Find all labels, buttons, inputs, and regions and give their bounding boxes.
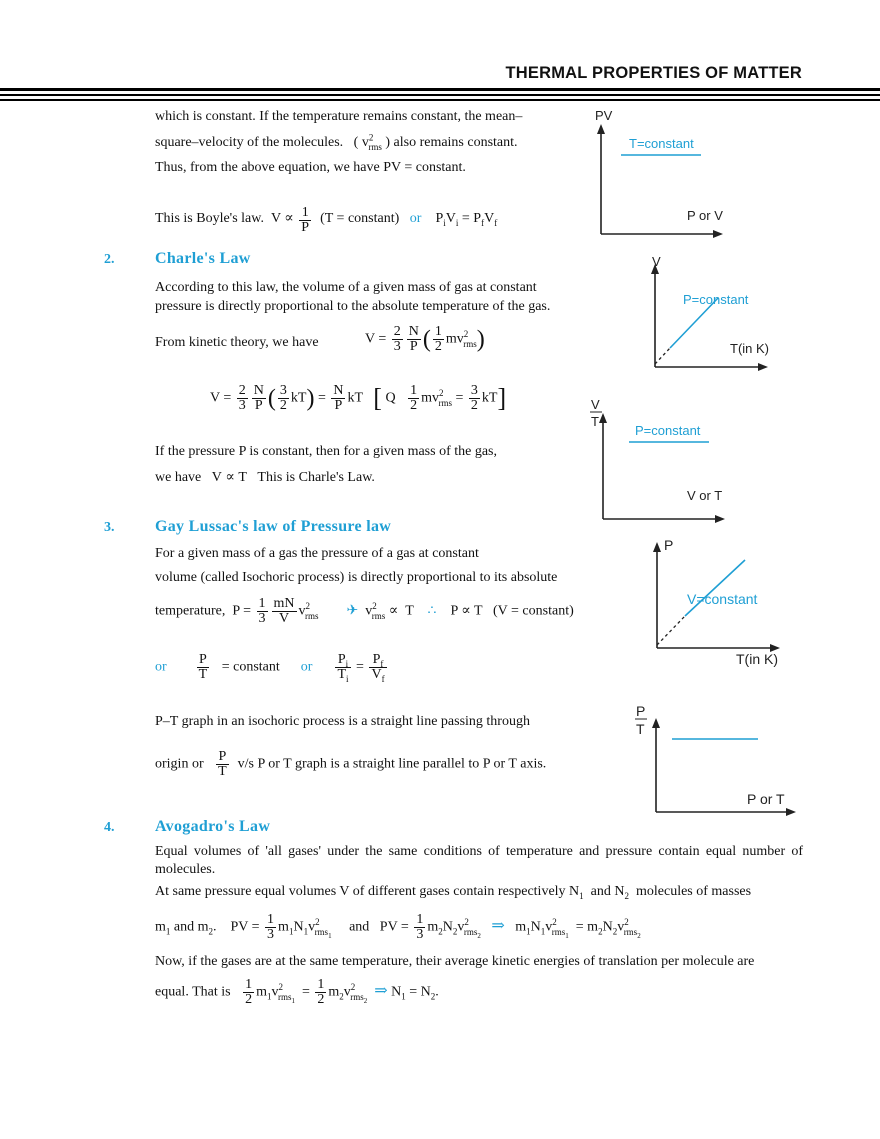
charles-kinetic-text: From kinetic theory, we have [155, 335, 319, 350]
charles-line-1: According to this law, the volume of a g… [155, 280, 537, 295]
header-rule [0, 88, 880, 91]
page-header-title: THERMAL PROPERTIES OF MATTER [505, 64, 802, 82]
graph-v-over-t: V T V or T P=constant [590, 397, 725, 523]
avogadro-para-2: At same pressure equal volumes V of diff… [155, 884, 752, 901]
graph-4-y-label: P [664, 537, 673, 553]
gay-line-2: volume (called Isochoric process) is dir… [155, 570, 558, 585]
section-3-title: Gay Lussac's law of Pressure law [155, 518, 392, 535]
graph-5-y-numerator: P [636, 703, 645, 719]
section-2-number: 2. [104, 252, 115, 267]
graph-2-y-label: V [652, 254, 661, 269]
graph-3-x-label: V or T [687, 488, 722, 503]
graph-3-y-denominator: T [591, 414, 599, 429]
section-2-title: Charle's Law [155, 250, 251, 267]
section-3-number: 3. [104, 520, 115, 535]
header-rule [0, 99, 880, 101]
graph-5-x-label: P or T [747, 791, 785, 807]
graph-p-vs-t: P T(in K) V=constant [653, 537, 780, 667]
graph-v-vs-t: V T(in K) P=constant [651, 254, 769, 371]
intro-line-1: which is constant. If the temperature re… [155, 109, 523, 124]
charles-if-pressure: If the pressure P is constant, then for … [155, 444, 498, 459]
graph-1-line-label: T=constant [629, 136, 694, 151]
gay-pt-graph-line: P–T graph in an isochoric process is a s… [155, 714, 530, 729]
graph-pv-vs-p: PV P or V T=constant [595, 108, 723, 238]
intro-line-3: Thus, from the above equation, we have P… [155, 160, 466, 175]
header-rule [0, 94, 880, 96]
graph-p-over-t: P T P or T [635, 703, 796, 816]
intro-line-2: square–velocity of the molecules. ( v2rm… [155, 132, 518, 152]
avogadro-para-3: Now, if the gases are at the same temper… [155, 954, 755, 969]
section-4-title: Avogadro's Law [155, 818, 271, 835]
section-4-number: 4. [104, 820, 115, 835]
graph-3-y-numerator: V [591, 397, 600, 412]
graph-4-x-label: T(in K) [736, 651, 778, 667]
graph-2-x-label: T(in K) [730, 341, 769, 356]
charles-law-line: we have V ∝ T This is Charle's Law. [155, 470, 375, 485]
graph-3-line-label: P=constant [635, 423, 701, 438]
graph-4-line-label: V=constant [687, 591, 758, 607]
graph-1-y-label: PV [595, 108, 613, 123]
graph-1-x-label: P or V [687, 208, 723, 223]
graph-5-y-denominator: T [636, 721, 645, 737]
gay-line-1: For a given mass of a gas the pressure o… [155, 546, 479, 561]
avogadro-para-1: Equal volumes of 'all gases' under the s… [155, 844, 803, 877]
graph-2-line-label: P=constant [683, 292, 749, 307]
charles-line-2: pressure is directly proportional to the… [155, 299, 551, 314]
